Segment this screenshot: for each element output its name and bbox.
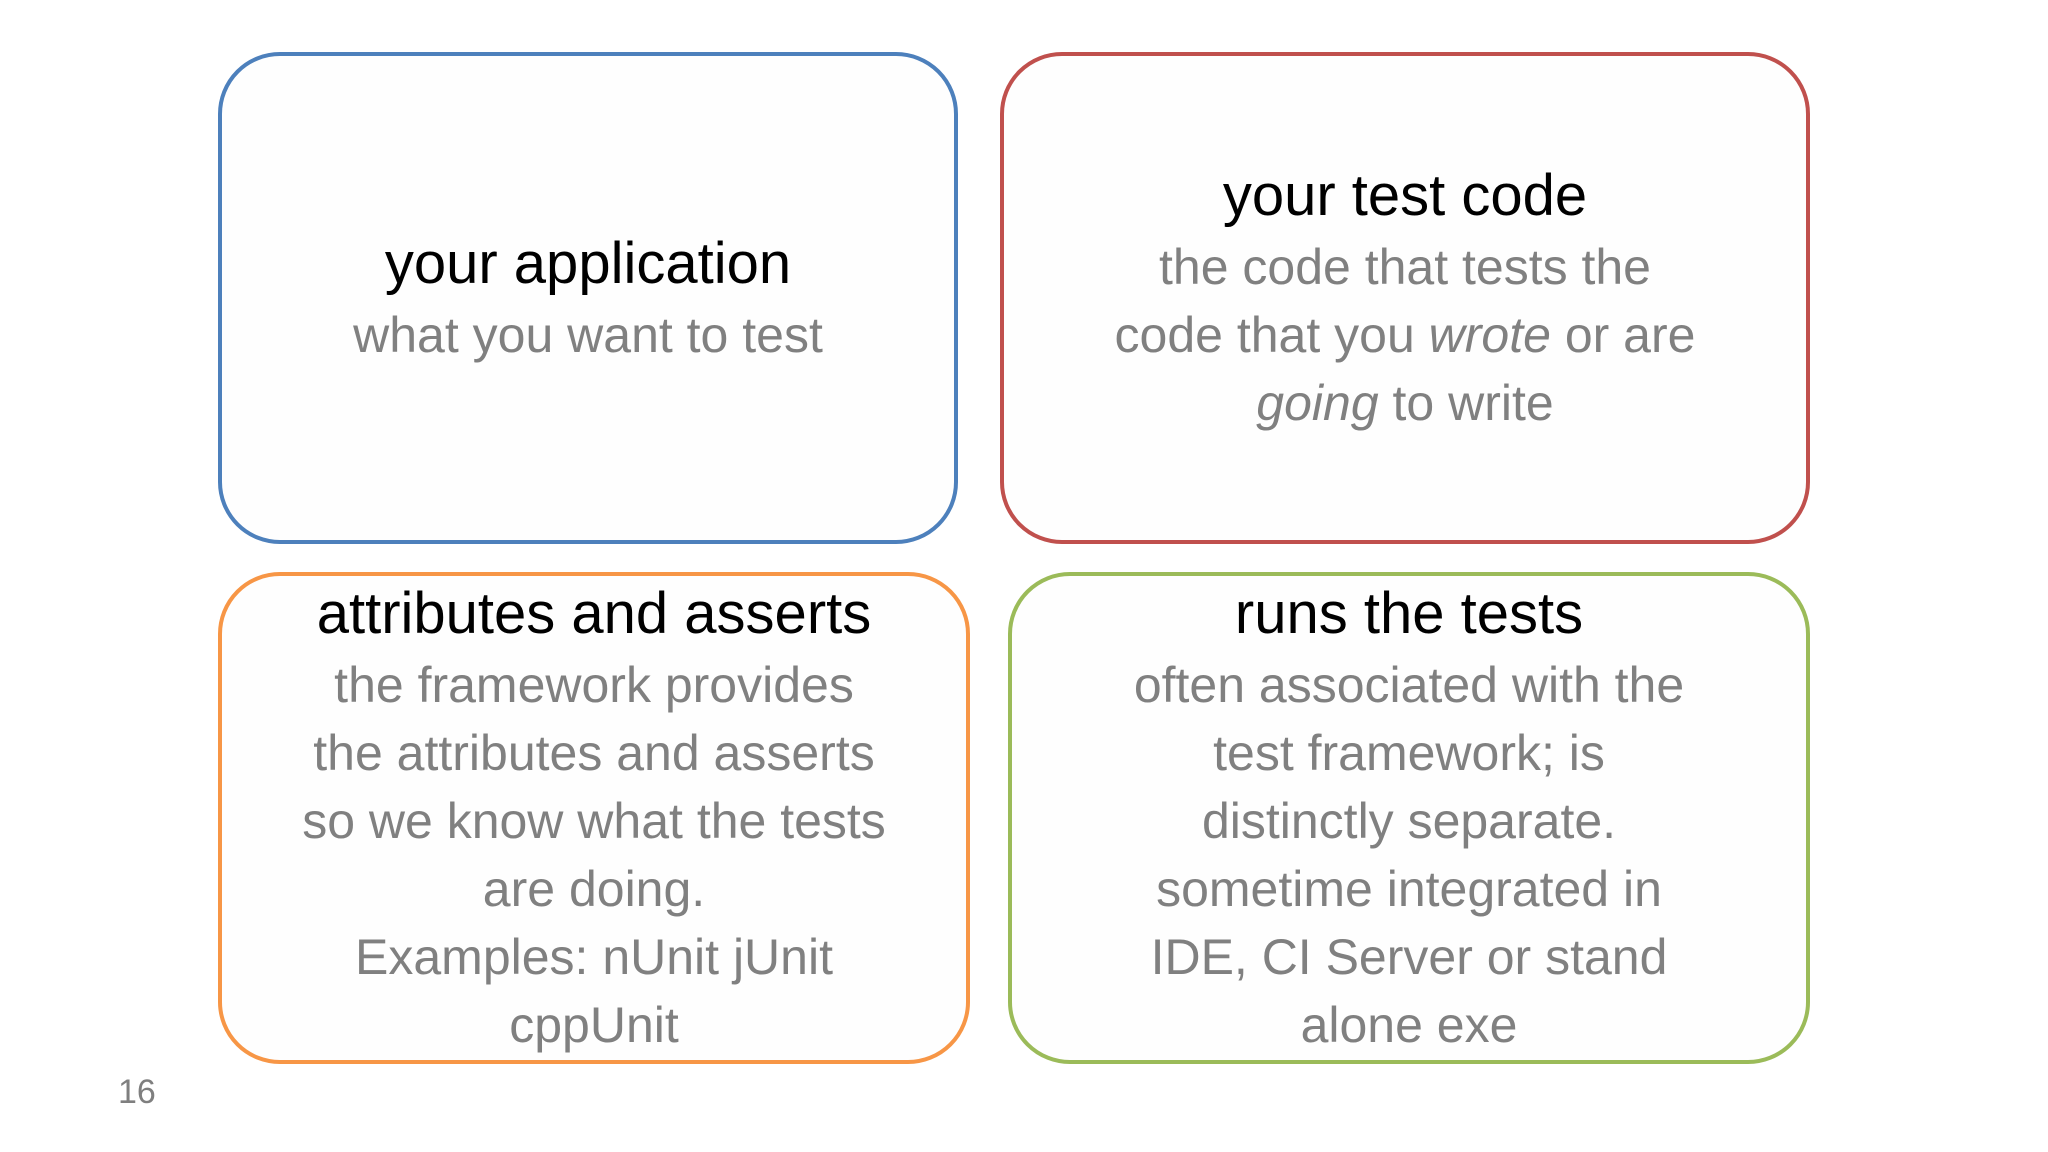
box-title: your application: [384, 231, 792, 296]
page-number: 16: [118, 1073, 156, 1111]
box-title: runs the tests: [1234, 581, 1584, 646]
body-line: sometime integrated in: [1156, 861, 1662, 917]
box-title: your test code: [1222, 163, 1588, 228]
body-line: going to write: [1256, 375, 1554, 431]
box-body: often associated with the test framework;…: [1134, 651, 1684, 1059]
box-attributes-and-asserts: attributes and asserts the framework pro…: [218, 572, 970, 1064]
body-line: the code that tests the: [1159, 239, 1651, 295]
body-line: the attributes and asserts: [313, 725, 875, 781]
body-line: cppUnit: [509, 997, 679, 1053]
box-body: what you want to test: [353, 301, 823, 369]
box-body: the framework provides the attributes and…: [302, 651, 886, 1059]
box-runs-the-tests: runs the tests often associated with the…: [1008, 572, 1810, 1064]
body-line: often associated with the: [1133, 657, 1685, 713]
box-title: attributes and asserts: [316, 581, 872, 646]
box-your-test-code: your test code the code that tests the co…: [1000, 52, 1810, 544]
body-line: Examples: nUnit jUnit: [355, 929, 833, 985]
box-body: the code that tests the code that you wro…: [1115, 233, 1696, 437]
body-line: so we know what the tests: [302, 793, 886, 849]
body-line: are doing.: [482, 861, 706, 917]
body-line: alone exe: [1300, 997, 1518, 1053]
body-line: test framework; is: [1213, 725, 1605, 781]
body-line: IDE, CI Server or stand: [1150, 929, 1668, 985]
body-line: the framework provides: [334, 657, 854, 713]
body-line: what you want to test: [353, 307, 823, 363]
box-your-application: your application what you want to test: [218, 52, 958, 544]
body-line: distinctly separate.: [1201, 793, 1617, 849]
body-line: code that you wrote or are: [1114, 307, 1696, 363]
